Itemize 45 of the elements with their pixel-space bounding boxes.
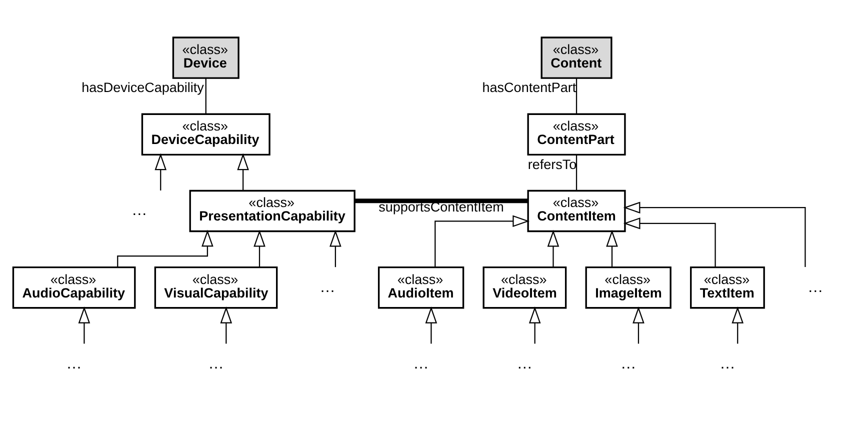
node-box: «class» VisualCapability [154, 266, 278, 309]
edge-label: refersTo [528, 156, 577, 172]
arrow [528, 306, 541, 344]
connector [576, 154, 578, 190]
arrow [254, 230, 266, 268]
arrow [425, 306, 438, 344]
node-text: … [320, 278, 336, 296]
node-text: … [66, 355, 82, 372]
arrow [632, 306, 644, 344]
node-box: «class» AudioCapability [12, 266, 136, 309]
arrow [330, 230, 342, 268]
node-text: … [720, 355, 736, 372]
node-box: «class» AudioItem [378, 266, 464, 309]
node-box: «class» Device [172, 36, 240, 79]
node-box: «class» PresentationCapability [189, 190, 356, 232]
node-text: … [620, 355, 636, 372]
arrow [606, 230, 618, 268]
arrow [237, 153, 249, 190]
connector [576, 78, 578, 114]
arrow [623, 217, 716, 268]
node-text: … [132, 202, 148, 220]
node-box: «class» ImageItem [585, 266, 672, 309]
edge-label: supportsContentItem [378, 200, 504, 215]
node-text: … [208, 355, 224, 372]
arrow [117, 230, 214, 268]
arrow [78, 306, 90, 344]
node-box: «class» ContentItem [527, 190, 626, 232]
arrow [732, 306, 744, 344]
edge-label: hasContentPart [482, 80, 576, 96]
node-text: … [516, 355, 533, 372]
node-box: «class» TextItem [690, 266, 765, 309]
node-text: … [807, 278, 824, 296]
arrow [434, 215, 530, 268]
node-box: «class» ContentPart [527, 113, 626, 156]
node-text: … [413, 355, 429, 372]
connector [205, 78, 206, 114]
node-box: «class» DeviceCapability [141, 113, 270, 156]
node-box: «class» VideoItem [482, 266, 567, 309]
arrow [220, 306, 232, 344]
node-box: «class» Content [540, 36, 612, 79]
arrow [154, 153, 167, 190]
arrow [547, 230, 560, 268]
edge-label: hasDeviceCapability [82, 80, 204, 96]
arrow [623, 202, 806, 268]
connector [354, 198, 528, 204]
